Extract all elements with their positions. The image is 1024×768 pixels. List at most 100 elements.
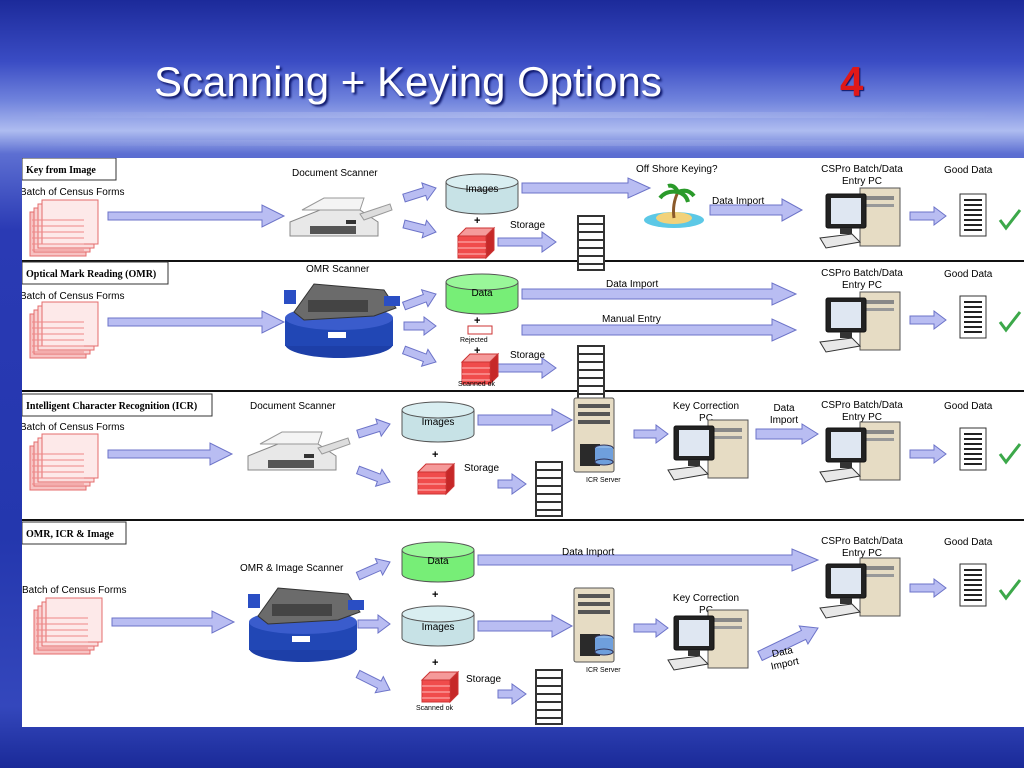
check-icon: [998, 208, 1022, 230]
icr-server-icon: [573, 587, 615, 663]
data-import-label: Data Import: [712, 196, 764, 207]
batch-label: Batch of Census Forms: [22, 422, 124, 433]
icr-server-label: ICR Server: [586, 667, 621, 674]
omr-scanner-icon: [247, 587, 365, 663]
key-correction-label-2: PC: [699, 605, 713, 616]
storage-box-icon: [461, 353, 499, 385]
cspro-pc-icon: [819, 557, 901, 619]
film-storage-icon: [577, 215, 605, 271]
flow-arrow: [757, 625, 819, 662]
offshore-label: Off Shore Keying?: [636, 164, 718, 175]
plus-label: +: [432, 449, 438, 461]
flow-arrow: [497, 357, 557, 379]
flow-arrow: [401, 345, 437, 367]
flow-arrow: [909, 310, 947, 330]
data-import-label-1: Data: [771, 645, 794, 660]
cspro-label-1: CSPro Batch/Data: [821, 400, 903, 411]
manual-entry-label: Manual Entry: [602, 314, 661, 325]
flow-arrow: [497, 683, 527, 705]
flow-arrow: [633, 424, 669, 444]
data-label: Data: [471, 288, 493, 299]
icr-server-label: ICR Server: [586, 477, 621, 484]
flow-arrow: [477, 614, 574, 638]
key-correction-pc-icon: [667, 419, 749, 481]
storage-label: Storage: [510, 350, 545, 361]
document-scanner-icon: [247, 431, 351, 471]
document-scanner-icon: [289, 197, 393, 237]
scanner-label: Document Scanner: [250, 401, 336, 412]
island-icon: [642, 183, 706, 230]
plus-label: +: [474, 315, 480, 327]
scanned-ok-label: Scanned ok: [458, 381, 495, 388]
storage-label: Storage: [464, 463, 499, 474]
plus-label: +: [474, 215, 480, 227]
flow-arrow: [755, 423, 819, 445]
census-forms-icon: [29, 433, 99, 491]
census-forms-icon: [29, 199, 99, 257]
cspro-label-2: Entry PC: [842, 412, 882, 423]
flow-arrow: [355, 669, 391, 694]
flow-arrow: [521, 177, 652, 199]
plus-label: +: [432, 589, 438, 601]
section-key-from-image: Key from Image Batch of Census Forms Doc…: [20, 157, 1022, 271]
flow-arrow: [909, 206, 947, 226]
flow-arrow: [402, 219, 437, 239]
section-omr-icr-image: OMR, ICR & Image Batch of Census Forms O…: [21, 521, 1022, 725]
flow-arrow: [107, 204, 286, 228]
batch-label: Batch of Census Forms: [22, 291, 124, 302]
images-label: Images: [466, 184, 499, 195]
section-title: Key from Image: [26, 165, 96, 176]
flow-arrow: [709, 198, 804, 222]
cspro-pc-icon: [819, 187, 901, 249]
data-import-label: Data Import: [606, 279, 658, 290]
flow-arrow: [497, 473, 527, 495]
good-data-icon: [959, 193, 987, 237]
storage-box-icon: [421, 671, 459, 703]
flow-arrow: [909, 444, 947, 464]
slide-title: Scanning + Keying Options: [154, 58, 662, 105]
scanned-ok-label: Scanned ok: [416, 705, 453, 712]
storage-box-icon: [417, 463, 455, 495]
section-title: Optical Mark Reading (OMR): [26, 269, 156, 280]
good-data-icon: [959, 427, 987, 471]
data-import-top-label: Data Import: [562, 547, 614, 558]
plus-label-2: +: [432, 657, 438, 669]
section-icr: Intelligent Character Recognition (ICR) …: [20, 393, 1022, 517]
film-storage-icon: [577, 345, 605, 401]
cspro-label-2: Entry PC: [842, 548, 882, 559]
check-icon: [998, 578, 1022, 600]
slide-number: 4: [840, 58, 864, 105]
flow-arrow: [521, 318, 798, 342]
key-correction-pc-icon: [667, 609, 749, 671]
good-data-icon: [959, 563, 987, 607]
census-forms-icon: [33, 597, 103, 655]
cspro-label-2: Entry PC: [842, 176, 882, 187]
check-icon: [998, 442, 1022, 464]
batch-label: Batch of Census Forms: [22, 187, 124, 198]
scanner-label: OMR & Image Scanner: [240, 563, 344, 574]
storage-box-icon: [457, 227, 495, 259]
flow-arrow: [633, 618, 669, 638]
flow-arrow: [356, 418, 391, 439]
flow-arrow: [357, 614, 391, 634]
icr-server-icon: [573, 397, 615, 473]
images-label: Images: [422, 417, 455, 428]
census-forms-icon: [29, 301, 99, 359]
good-data-label: Good Data: [944, 401, 993, 412]
flow-arrow: [355, 465, 391, 487]
batch-label: Batch of Census Forms: [22, 585, 126, 596]
good-data-label: Good Data: [944, 165, 993, 176]
scanner-label: OMR Scanner: [306, 264, 370, 275]
flow-arrow: [521, 282, 798, 306]
key-correction-label-1: Key Correction: [673, 593, 739, 604]
key-correction-label-1: Key Correction: [673, 401, 739, 412]
film-storage-icon: [535, 669, 563, 725]
data-import-label-2: Import: [770, 415, 799, 426]
good-data-label: Good Data: [944, 537, 993, 548]
rejected-label: Rejected: [460, 337, 488, 344]
good-data-label: Good Data: [944, 269, 993, 280]
storage-label: Storage: [510, 220, 545, 231]
section-title: Intelligent Character Recognition (ICR): [26, 401, 197, 412]
cspro-label-2: Entry PC: [842, 280, 882, 291]
cspro-pc-icon: [819, 421, 901, 483]
